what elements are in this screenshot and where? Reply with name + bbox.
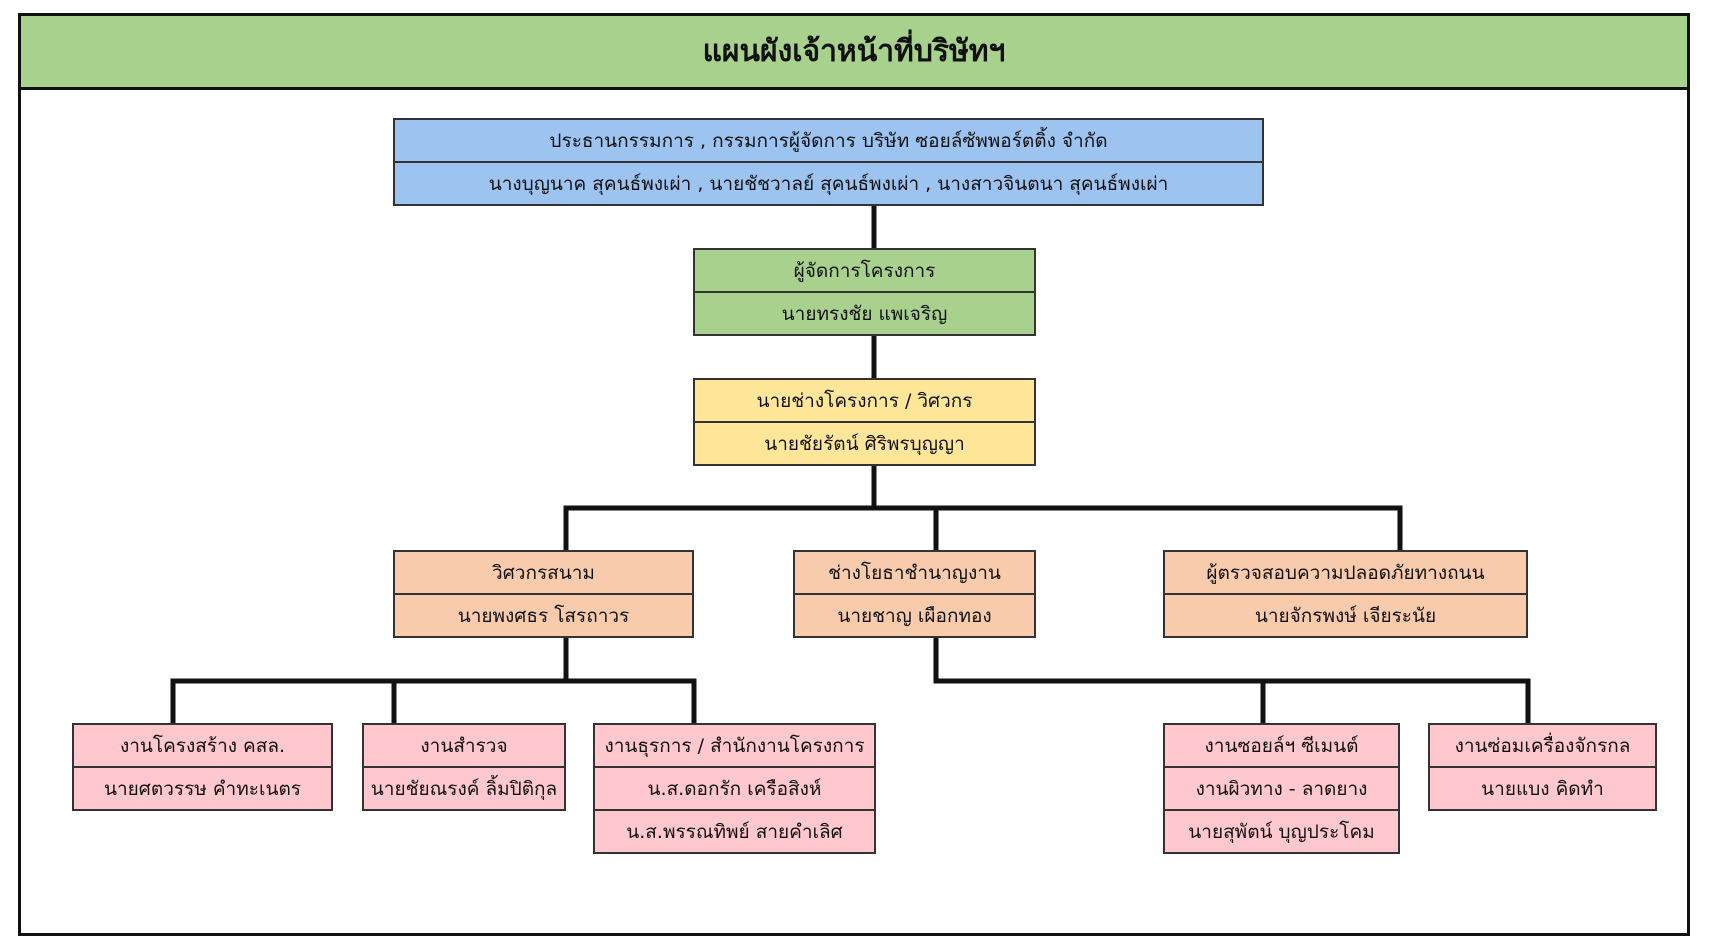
- field-engineer-role: วิศวกรสนาม: [492, 561, 595, 584]
- structure-work-box: งานโครงสร้าง คสล. นายศตวรรษ คำทะเนตร: [72, 723, 333, 811]
- road-safety-box: ผู้ตรวจสอบความปลอดภัยทางถนน นายจักรพงษ์ …: [1163, 550, 1528, 638]
- chart-title: แผนผังเจ้าหน้าที่บริษัทฯ: [21, 16, 1687, 90]
- project-engineer-name: นายชัยรัตน์ ศิริพรบุญญา: [695, 421, 1034, 464]
- machine-repair-role: งานซ่อมเครื่องจักรกล: [1454, 734, 1631, 757]
- board-box: ประธานกรรมการ , กรรมการผู้จัดการ บริษัท …: [393, 118, 1264, 206]
- admin-work-box: งานธุรการ / สำนักงานโครงการ น.ส.ดอกรัก เ…: [593, 723, 876, 854]
- civil-technician-box: ช่างโยธาชำนาญงาน นายชาญ เผือกทอง: [793, 550, 1036, 638]
- soil-cement-work-name: นายสุพัตน์ บุญประโคม: [1165, 809, 1398, 852]
- project-engineer-box: นายช่างโครงการ / วิศวกร นายชัยรัตน์ ศิริ…: [693, 378, 1036, 466]
- board-role: ประธานกรรมการ , กรรมการผู้จัดการ บริษัท …: [549, 129, 1108, 152]
- field-engineer-name: นายพงศธร โสรถาวร: [395, 593, 692, 636]
- board-names: นางบุญนาค สุคนธ์พงเผ่า , นายชัชวาลย์ สุค…: [395, 161, 1262, 204]
- admin-work-role: งานธุรการ / สำนักงานโครงการ: [604, 734, 865, 757]
- admin-work-name-1: น.ส.ดอกรัก เครือสิงห์: [595, 766, 874, 809]
- machine-repair-name: นายแบง คิดทำ: [1430, 766, 1655, 809]
- road-safety-role: ผู้ตรวจสอบความปลอดภัยทางถนน: [1206, 561, 1485, 584]
- survey-work-name: นายชัยณรงค์ ลิ้มปิติกุล: [364, 766, 564, 809]
- structure-work-name: นายศตวรรษ คำทะเนตร: [74, 766, 331, 809]
- survey-work-box: งานสำรวจ นายชัยณรงค์ ลิ้มปิติกุล: [362, 723, 566, 811]
- project-manager-box: ผู้จัดการโครงการ นายทรงชัย แพเจริญ: [693, 248, 1036, 336]
- civil-technician-role: ช่างโยธาชำนาญงาน: [828, 561, 1001, 584]
- soil-cement-work-sub: งานผิวทาง - ลาดยาง: [1165, 766, 1398, 809]
- project-manager-role: ผู้จัดการโครงการ: [793, 259, 936, 282]
- machine-repair-box: งานซ่อมเครื่องจักรกล นายแบง คิดทำ: [1428, 723, 1657, 811]
- civil-technician-name: นายชาญ เผือกทอง: [795, 593, 1034, 636]
- field-engineer-box: วิศวกรสนาม นายพงศธร โสรถาวร: [393, 550, 694, 638]
- admin-work-name-2: น.ส.พรรณทิพย์ สายคำเลิศ: [595, 809, 874, 852]
- project-manager-name: นายทรงชัย แพเจริญ: [695, 291, 1034, 334]
- soil-cement-work-box: งานซอยล์ฯ ซีเมนต์ งานผิวทาง - ลาดยาง นาย…: [1163, 723, 1400, 854]
- structure-work-role: งานโครงสร้าง คสล.: [119, 734, 286, 757]
- soil-cement-work-role: งานซอยล์ฯ ซีเมนต์: [1204, 734, 1359, 757]
- project-engineer-role: นายช่างโครงการ / วิศวกร: [756, 389, 973, 412]
- survey-work-role: งานสำรวจ: [420, 734, 508, 757]
- road-safety-name: นายจักรพงษ์ เจียระนัย: [1165, 593, 1526, 636]
